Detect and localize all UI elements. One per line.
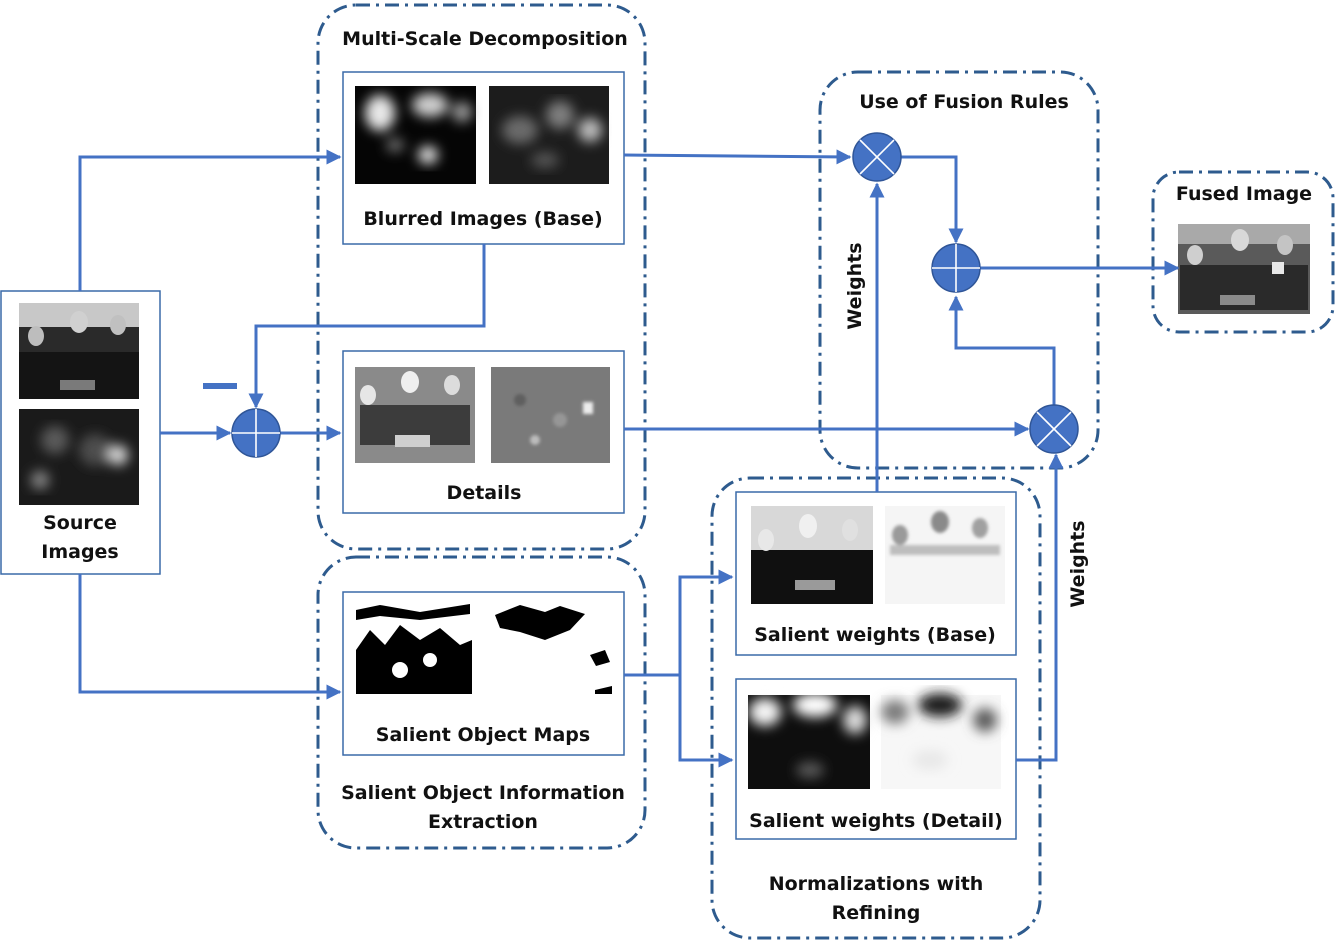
arrow-base-to-fusion-multiply <box>623 149 852 165</box>
arrow-source-to-salient-extraction <box>78 574 342 700</box>
source-label-line1: Source <box>43 512 117 534</box>
salient-map-thumbnail-1 <box>354 601 475 696</box>
source-image-visible-thumbnail <box>19 303 139 399</box>
arrow-base-to-subtract <box>248 244 486 409</box>
multiply-detail-node-icon <box>1029 404 1079 454</box>
arrow-maps-to-normalization-detail <box>678 675 734 768</box>
weights-label-base: Weights <box>844 242 866 329</box>
salient-maps-label: Salient Object Maps <box>376 724 590 746</box>
arrow-source-to-decomposition <box>78 149 342 291</box>
salient-weights-detail-thumbnail-1 <box>748 693 870 789</box>
source-image-infrared-thumbnail <box>19 409 139 505</box>
fusion-rules-title: Use of Fusion Rules <box>859 91 1069 113</box>
blurred-base-thumbnail-2 <box>489 86 609 184</box>
source-label-line2: Images <box>41 541 118 563</box>
fusion-rules-group <box>818 70 1100 470</box>
connectors <box>78 149 1180 768</box>
salient-map-thumbnail-2 <box>490 601 612 696</box>
normalization-title-line1: Normalizations with <box>769 873 984 895</box>
multi-scale-group <box>316 3 647 551</box>
salient-info-title-line2: Extraction <box>428 811 538 833</box>
blurred-base-thumbnail-1 <box>355 86 476 184</box>
salient-weights-base-thumbnail-1 <box>751 506 873 604</box>
blurred-label: Blurred Images (Base) <box>363 208 602 230</box>
normalization-title-line2: Refining <box>832 902 921 924</box>
salient-weights-base-thumbnail-2 <box>885 506 1005 604</box>
salient-weights-detail-thumbnail-2 <box>881 693 1001 789</box>
salient-info-title-line1: Salient Object Information <box>341 782 625 804</box>
fused-image-group <box>1151 170 1335 334</box>
details-thumbnail-1 <box>355 367 475 463</box>
details-label: Details <box>447 482 522 504</box>
arrow-detail-weights-up <box>1016 453 1064 762</box>
arrow-bottom-multiply-to-sum <box>948 295 1056 405</box>
multi-scale-title: Multi-Scale Decomposition <box>342 28 628 50</box>
salient-info-group <box>316 555 647 850</box>
fused-image-thumbnail <box>1178 224 1310 314</box>
weights-label-detail: Weights <box>1067 520 1089 607</box>
salient-weights-detail-label: Salient weights (Detail) <box>749 810 1003 832</box>
details-thumbnail-2 <box>491 367 610 463</box>
multiply-base-node-icon <box>852 132 902 182</box>
sum-node-icon <box>931 243 981 293</box>
arrow-maps-to-normalization <box>624 569 734 677</box>
salient-weights-base-label: Salient weights (Base) <box>754 624 996 646</box>
subtract-node-icon <box>231 408 281 458</box>
fused-image-title: Fused Image <box>1176 183 1312 205</box>
arrow-top-multiply-to-sum <box>900 155 964 244</box>
